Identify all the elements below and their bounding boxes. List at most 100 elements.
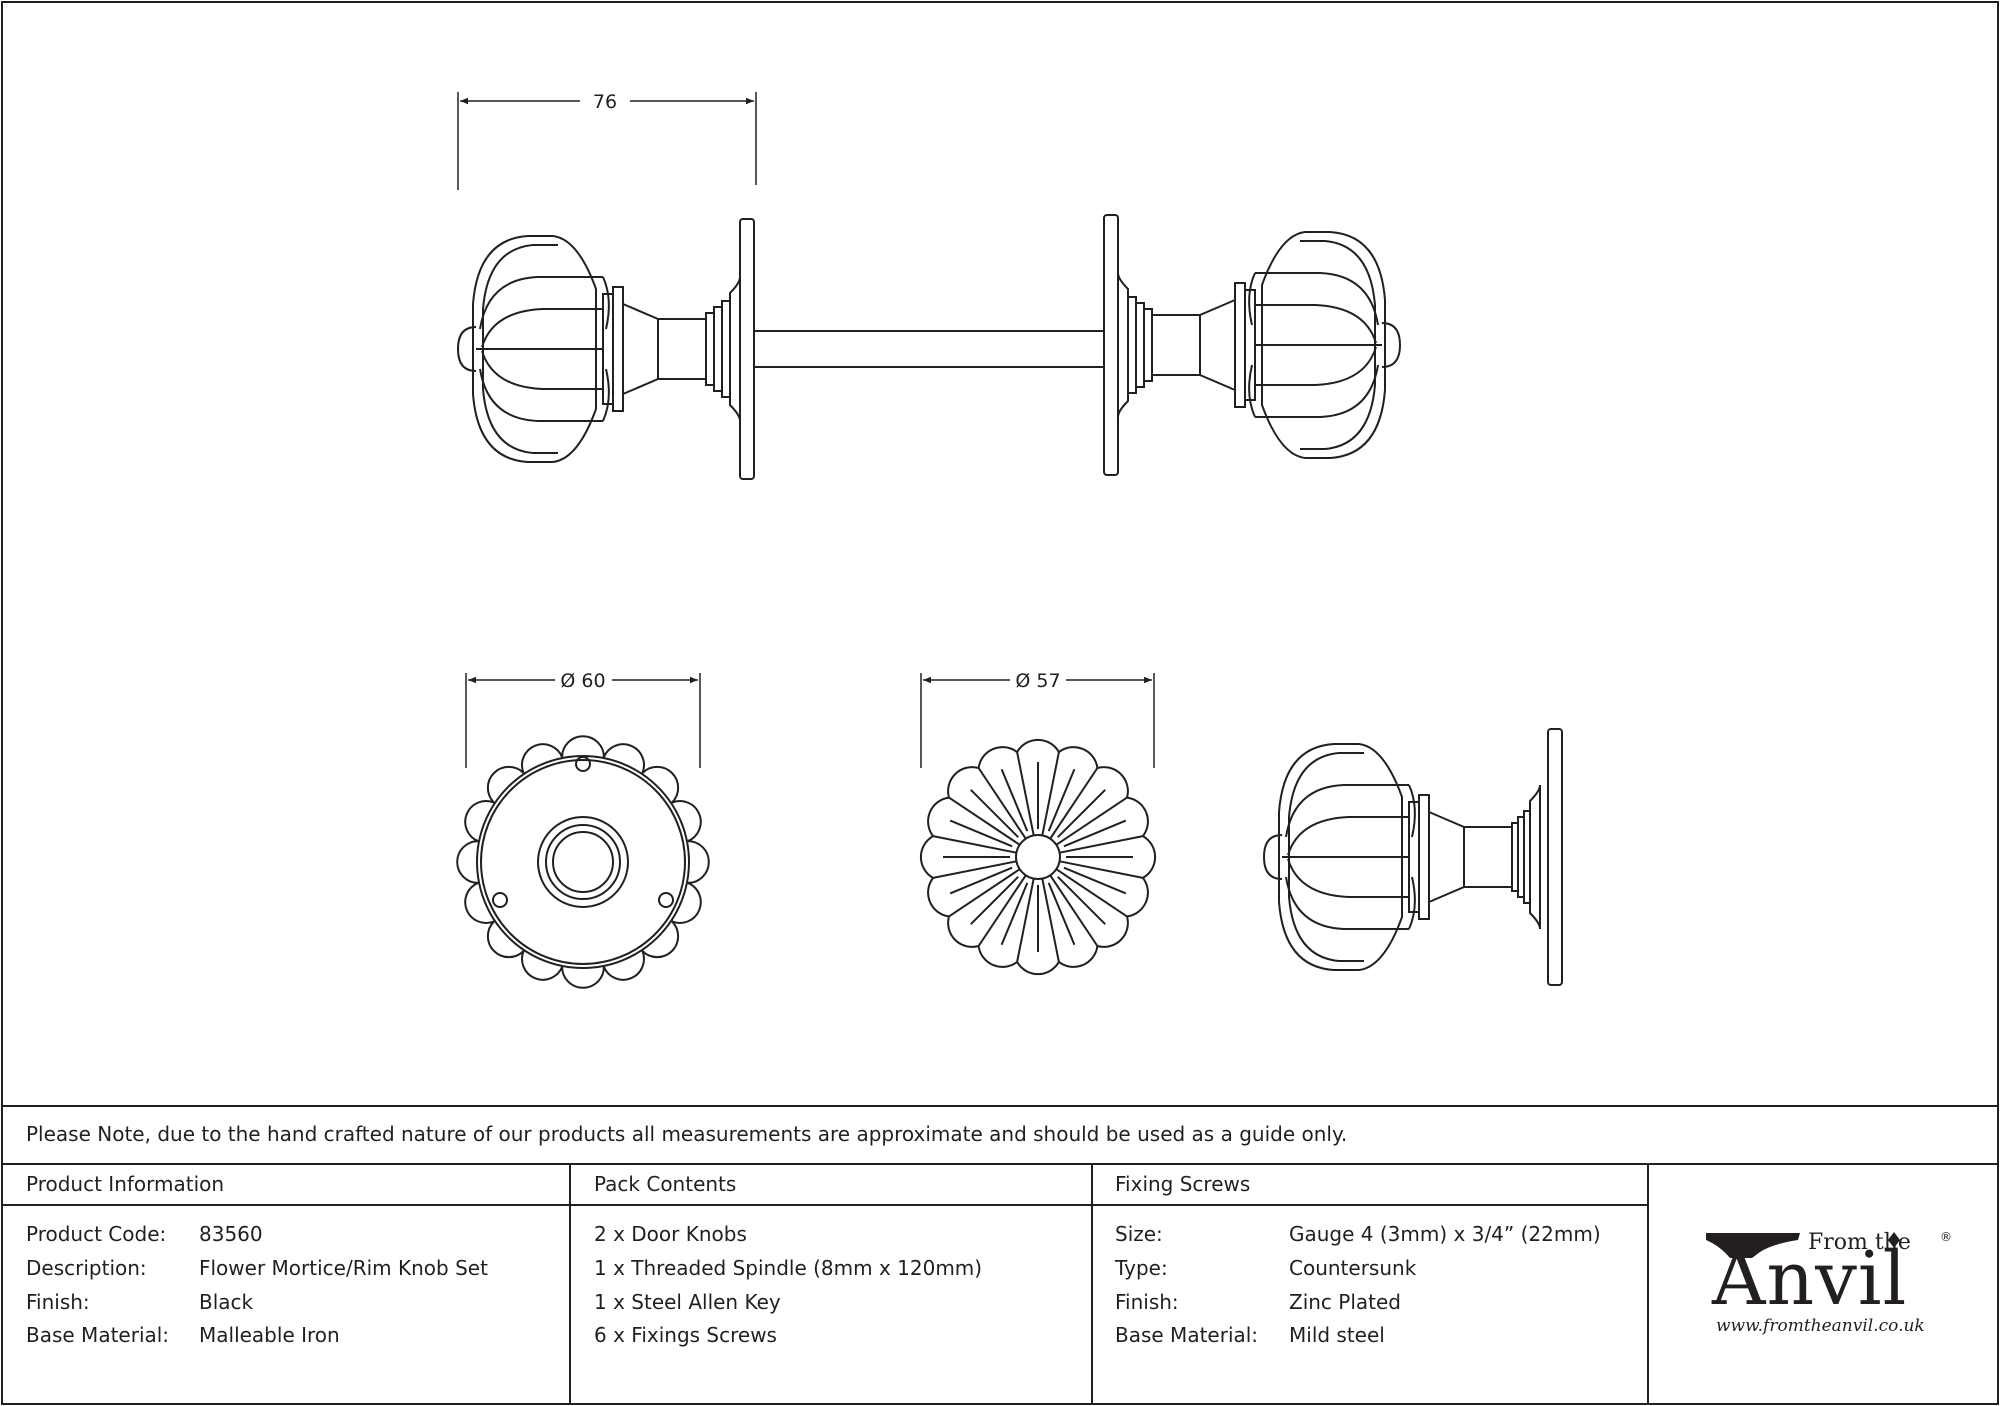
knob-petal-divider	[1055, 796, 1128, 846]
knob-petal-rib	[1000, 768, 1029, 832]
knob-petal-edge	[1058, 746, 1099, 769]
product-info-value: Flower Mortice/Rim Knob Set	[199, 1256, 488, 1280]
product-info-value: Black	[199, 1290, 254, 1314]
dimension-label-diameter-57: Ø 57	[1015, 670, 1060, 692]
rose-scallop	[687, 840, 710, 884]
rose-scallop	[671, 800, 702, 843]
knob-petal-rib	[1047, 882, 1076, 946]
knob-petal-rib	[1000, 882, 1029, 946]
knob-petal-rib	[970, 789, 1019, 838]
knob-petal-edge	[947, 766, 979, 798]
product-info-value: Malleable Iron	[199, 1323, 340, 1347]
knob-petal-edge	[927, 796, 950, 837]
spindle	[753, 330, 1105, 368]
knob-petal-rib	[1057, 876, 1106, 925]
fixing-screws-label: Base Material:	[1115, 1323, 1259, 1347]
knob-petal-divider	[1049, 767, 1099, 840]
pack-contents-item: 1 x Threaded Spindle (8mm x 120mm)	[594, 1256, 983, 1280]
product-info-label: Product Code:	[26, 1222, 167, 1246]
knob-petal-rib	[949, 819, 1013, 848]
knob-set-side-view	[457, 214, 1401, 480]
knob-petal-edge	[977, 945, 1018, 968]
logo-website: www.fromtheanvil.co.uk	[1716, 1316, 1925, 1336]
pack-contents-item: 6 x Fixings Screws	[594, 1323, 777, 1347]
knob-petal-divider	[1041, 751, 1060, 836]
knob-petal-edge	[1097, 916, 1129, 948]
rose-scallop	[561, 735, 605, 758]
fixing-screws-value: Gauge 4 (3mm) x 3/4” (22mm)	[1289, 1222, 1601, 1246]
knob-petal-edge	[1126, 877, 1149, 918]
knob-petal-rib	[970, 876, 1019, 925]
rose-scallop	[641, 765, 680, 804]
knob-petal-edge	[1016, 738, 1060, 753]
knob-petal-rib	[1057, 789, 1106, 838]
knob-petal-divider	[1041, 878, 1060, 963]
product-info-value: 83560	[199, 1222, 263, 1246]
dimension-label-diameter-60: Ø 60	[560, 670, 605, 692]
knob-petal-divider	[948, 868, 1021, 918]
logo-registered-mark: ®	[1940, 1230, 1952, 1244]
knob-petal-edge	[1126, 796, 1149, 837]
knob-petal-divider	[932, 835, 1017, 854]
fixing-screws-header: Fixing Screws	[1115, 1172, 1251, 1196]
measurement-note: Please Note, due to the hand crafted nat…	[26, 1122, 1348, 1146]
pack-contents-item: 2 x Door Knobs	[594, 1222, 747, 1246]
rose-scallop	[602, 950, 645, 981]
knob-petal-rib	[1063, 866, 1127, 895]
dimension-diameter-60	[465, 673, 701, 768]
product-info-label: Base Material:	[26, 1323, 170, 1347]
fixing-screws-label: Finish:	[1115, 1290, 1179, 1314]
info-table-grid	[2, 1105, 1998, 1404]
knob-petal-divider	[977, 767, 1027, 840]
product-info-header: Product Information	[26, 1172, 225, 1196]
dimension-diameter-57	[920, 673, 1155, 768]
knob-petal-edge	[1142, 835, 1157, 879]
knob-petal-divider	[1016, 878, 1035, 963]
product-info-label: Description:	[26, 1256, 147, 1280]
knob-front-view	[919, 738, 1157, 976]
dimension-76	[457, 92, 757, 190]
fixing-screws-value: Zinc Plated	[1289, 1290, 1402, 1314]
rose-scallop	[456, 840, 479, 884]
pack-contents-header: Pack Contents	[594, 1172, 737, 1196]
knob-petal-divider	[948, 796, 1021, 846]
knob-petal-edge	[919, 835, 934, 879]
knob-petal-edge	[927, 877, 950, 918]
knob-petal-divider	[932, 860, 1017, 879]
rose-front-view	[456, 735, 710, 989]
knob-petal-edge	[1097, 766, 1129, 798]
knob-petal-edge	[1058, 945, 1099, 968]
logo-from-the: From the	[1808, 1230, 1911, 1255]
rose-scallop	[671, 881, 702, 924]
fixing-screws-value: Countersunk	[1289, 1256, 1417, 1280]
knob-center-boss	[1015, 834, 1061, 880]
rose-scallop	[464, 881, 495, 924]
single-knob-side-view	[1263, 728, 1563, 986]
product-info-label: Finish:	[26, 1290, 90, 1314]
knob-petal-rib	[1047, 768, 1076, 832]
rose-scallop	[602, 743, 645, 774]
knob-petal-divider	[1016, 751, 1035, 836]
knob-petal-edge	[947, 916, 979, 948]
knob-petal-divider	[1055, 868, 1128, 918]
knob-petal-divider	[1059, 860, 1144, 879]
rose-scallop	[641, 920, 680, 959]
knob-petal-rib	[949, 866, 1013, 895]
knob-petal-divider	[977, 874, 1027, 947]
rose-scallop	[486, 920, 525, 959]
anvil-icon	[1706, 1232, 1900, 1258]
knob-petal-edge	[977, 746, 1018, 769]
rose-scallop	[464, 800, 495, 843]
knob-petal-divider	[1049, 874, 1099, 947]
knob-petal-divider	[1059, 835, 1144, 854]
rose-scallop	[561, 966, 605, 989]
fixing-screws-label: Type:	[1115, 1256, 1168, 1280]
knob-petal-rib	[1063, 819, 1127, 848]
rose-scallop	[521, 950, 564, 981]
pack-contents-item: 1 x Steel Allen Key	[594, 1290, 781, 1314]
fixing-screws-label: Size:	[1115, 1222, 1163, 1246]
logo-wordmark: Anvil	[1712, 1236, 1908, 1322]
